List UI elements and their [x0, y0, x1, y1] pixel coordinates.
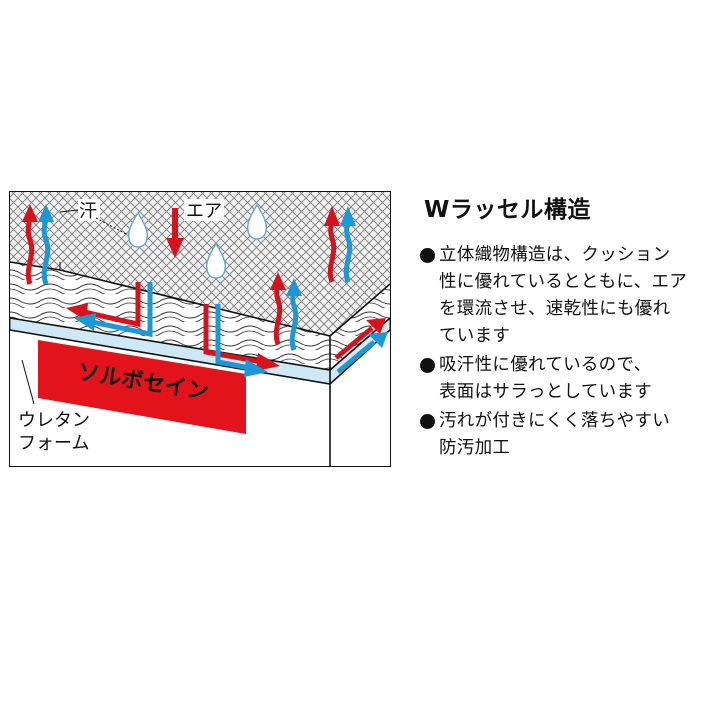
feature-text-line: 立体織物構造は、クッション	[439, 245, 671, 265]
feature-description: Wラッセル構造 立体織物構造は、クッション 性に優れているとともに、エア を環流…	[420, 194, 710, 464]
red-arrow-icon	[324, 206, 340, 283]
solbothane-band	[38, 340, 246, 434]
feature-text-line: 汚れが付きにくく落ちやすい	[439, 411, 671, 431]
red-arrow-icon	[334, 318, 386, 360]
blue-arrow-icon	[74, 282, 153, 338]
water-drop-icon	[127, 211, 149, 248]
feature-text-line: 表面はサラっとしています	[439, 382, 653, 402]
feature-text-line: を環流させ、速乾性にも優れ	[439, 299, 671, 319]
bullet-icon	[420, 358, 435, 373]
feature-text-line: 性に優れているとともに、エア	[439, 272, 688, 292]
blue-arrow-icon	[286, 278, 302, 351]
feature-item: 立体織物構造は、クッション 性に優れているとともに、エア を環流させ、速乾性にも…	[420, 242, 710, 350]
feature-text-line: 吸汗性に優れているので、	[439, 355, 652, 375]
blue-arrow-icon	[38, 204, 54, 285]
red-down-arrow-icon	[166, 208, 184, 258]
urethane-leader-line	[21, 359, 35, 405]
blue-arrow-icon	[336, 332, 388, 374]
bullet-icon	[420, 248, 435, 263]
blue-arrow-icon	[340, 206, 356, 283]
feature-text-line: 防汚加工	[439, 438, 511, 458]
red-arrow-icon	[270, 272, 286, 345]
water-drop-icon	[205, 242, 227, 279]
wavy-cushion-layer	[10, 262, 390, 370]
feature-item: 汚れが付きにくく落ちやすい 防汚加工	[420, 408, 710, 462]
urethane-label-line1: ウレタン	[18, 410, 90, 431]
sweat-label: 汗	[79, 201, 97, 222]
urethane-label-line2: フォーム	[18, 433, 89, 454]
water-drop-icon	[246, 203, 268, 240]
bullet-icon	[420, 414, 435, 429]
section-title: Wラッセル構造	[424, 197, 591, 223]
air-label: エア	[186, 201, 222, 222]
feature-text-line: ています	[439, 326, 511, 346]
feature-item: 吸汗性に優れているので、 表面はサラっとしています	[420, 352, 710, 406]
red-arrow-icon	[203, 304, 280, 371]
blue-arrow-icon	[215, 304, 268, 377]
red-arrow-icon	[22, 204, 38, 285]
